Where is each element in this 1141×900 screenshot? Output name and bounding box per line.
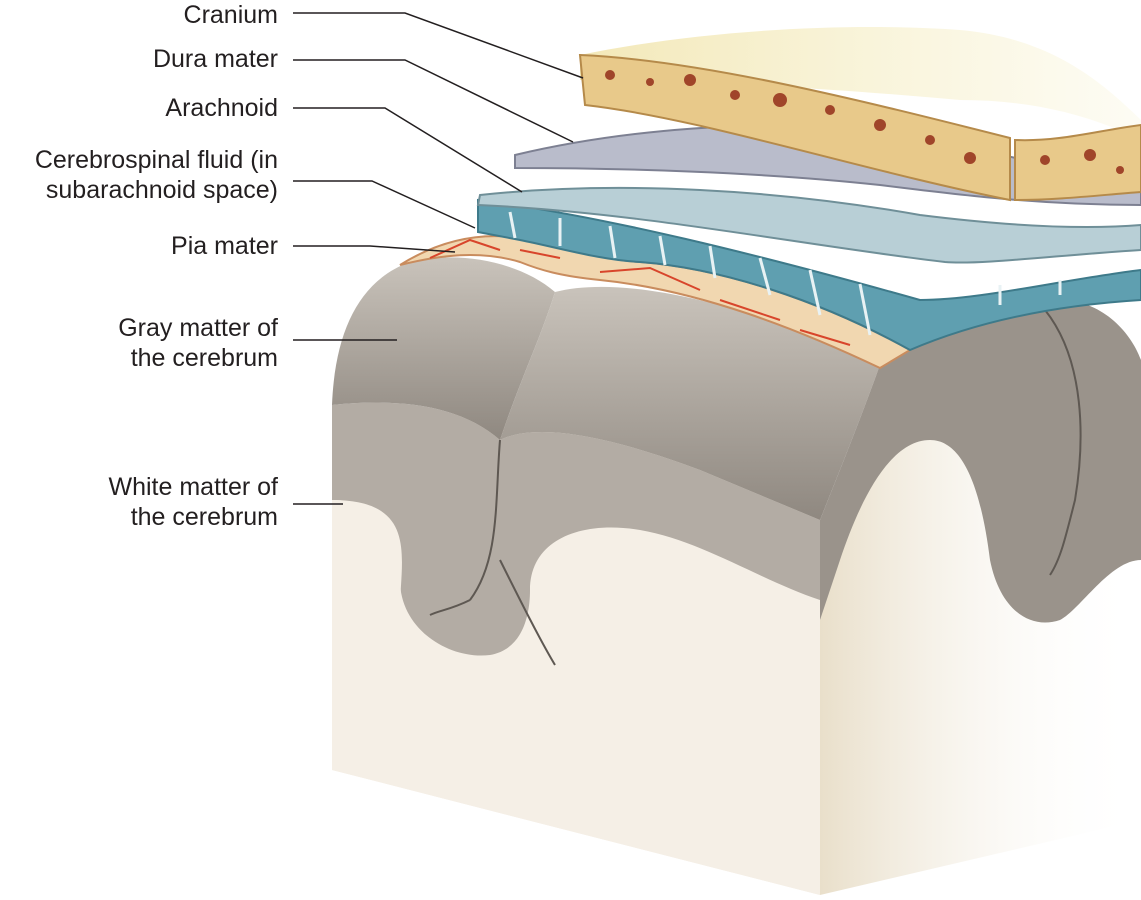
csf-trabeculae	[508, 211, 1062, 336]
pia-vessels	[429, 238, 851, 346]
csf-layer	[477, 198, 1141, 352]
label-cerebrospinal-fluid: Cerebrospinal fluid (in subarachnoid spa…	[34, 146, 278, 204]
leader-csf	[293, 180, 476, 229]
gyrus-middle	[500, 286, 880, 520]
leader-lines	[293, 12, 584, 505]
leader-pia	[293, 245, 456, 253]
gyrus-right	[820, 300, 1141, 623]
label-pia-mater: Pia mater	[171, 232, 278, 260]
label-gray-matter: Gray matter of the cerebrum	[118, 314, 278, 372]
cranium-pores	[605, 70, 1124, 174]
label-arachnoid: Arachnoid	[165, 94, 278, 122]
cranium-layer	[578, 53, 1011, 202]
leader-cranium	[293, 12, 584, 79]
label-dura-mater: Dura mater	[152, 45, 278, 73]
leader-dura	[293, 59, 574, 143]
cranium-top	[580, 27, 1141, 141]
label-cranium: Cranium	[183, 1, 278, 29]
arachnoid-layer	[476, 186, 1141, 264]
gyrus-left	[332, 257, 555, 440]
leader-arachnoid	[293, 107, 523, 193]
sulcus-line	[429, 439, 556, 666]
label-white-matter: White matter of the cerebrum	[108, 473, 279, 531]
cranium-right-piece	[1014, 123, 1141, 202]
right-sulcus-line	[1044, 309, 1082, 576]
white-matter-fold	[332, 500, 820, 895]
